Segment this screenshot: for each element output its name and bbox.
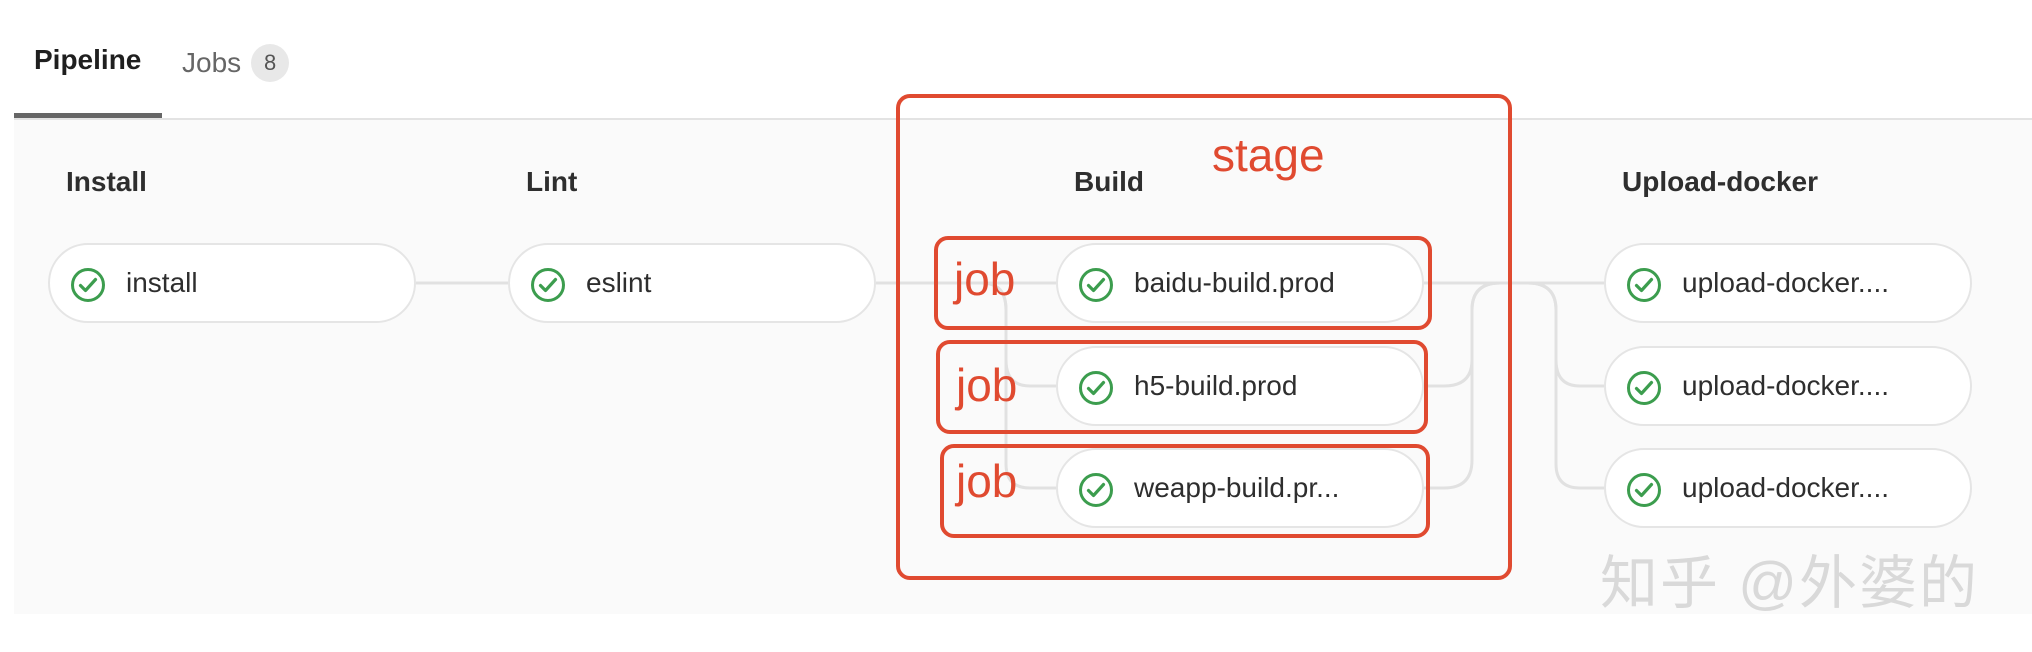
active-tab-indicator <box>14 113 162 118</box>
job-annotation-box-1 <box>934 236 1432 330</box>
tabs-divider <box>14 118 2032 120</box>
pipeline-tabs: Pipeline Jobs 8 <box>14 0 2032 118</box>
tab-jobs[interactable]: Jobs 8 <box>182 44 290 82</box>
stage-title-upload-docker: Upload-docker <box>1622 166 1819 197</box>
success-check-icon <box>531 268 565 302</box>
job-h5-build[interactable]: h5-build.prod <box>1056 346 1424 426</box>
job-annotation-box-2 <box>936 340 1428 434</box>
stage-title-lint: Lint <box>526 166 578 197</box>
stage-annotation-box <box>896 94 1512 580</box>
job-name: h5-build.prod <box>1134 370 1298 401</box>
job-weapp-build[interactable]: weapp-build.pr... <box>1056 448 1424 528</box>
job-annotation-box-3 <box>940 444 1430 538</box>
job-name: install <box>126 267 198 298</box>
job-name: eslint <box>586 267 652 298</box>
job-eslint[interactable]: eslint <box>508 243 876 323</box>
job-name: upload-docker.... <box>1682 472 1890 503</box>
success-check-icon <box>1627 371 1661 405</box>
stage-annotation-label: stage <box>1212 129 1325 181</box>
job-upload-docker-2[interactable]: upload-docker.... <box>1604 346 1972 426</box>
jobs-count-badge: 8 <box>251 44 290 82</box>
success-check-icon <box>1079 371 1113 405</box>
job-annotation-label-2: job <box>956 359 1018 411</box>
stage-title-install: Install <box>66 166 147 197</box>
job-upload-docker-3[interactable]: upload-docker.... <box>1604 448 1972 528</box>
job-baidu-build[interactable]: baidu-build.prod <box>1056 243 1424 323</box>
success-check-icon <box>1079 473 1113 507</box>
tab-jobs-label: Jobs <box>182 47 242 78</box>
success-check-icon <box>1627 473 1661 507</box>
job-upload-docker-1[interactable]: upload-docker.... <box>1604 243 1972 323</box>
job-name: weapp-build.pr... <box>1134 472 1340 503</box>
job-annotation-label-3: job <box>956 455 1018 507</box>
stage-title-build: Build <box>1074 166 1144 197</box>
job-annotation-label-1: job <box>954 253 1016 305</box>
job-name: upload-docker.... <box>1682 370 1890 401</box>
success-check-icon <box>1627 268 1661 302</box>
job-name: baidu-build.prod <box>1134 267 1335 298</box>
success-check-icon <box>1079 268 1113 302</box>
watermark: 知乎 @外婆的 <box>1600 551 1979 616</box>
job-install[interactable]: install <box>48 243 416 323</box>
tab-pipeline[interactable]: Pipeline <box>34 44 142 75</box>
job-name: upload-docker.... <box>1682 267 1890 298</box>
success-check-icon <box>71 268 105 302</box>
